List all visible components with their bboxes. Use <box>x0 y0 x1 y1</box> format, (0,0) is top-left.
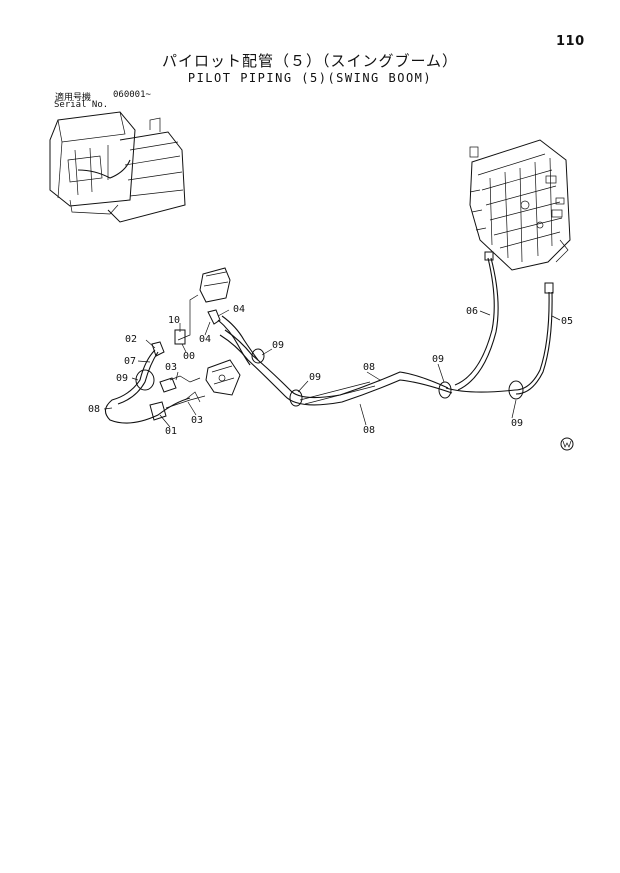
callout-08-upper: 08 <box>363 362 375 373</box>
callout-00: 00 <box>183 351 195 362</box>
serial-label-japanese: 適用号機 <box>55 93 92 103</box>
callout-02: 02 <box>125 334 137 345</box>
callout-01: 01 <box>165 426 177 437</box>
callout-08-left: 08 <box>88 404 100 415</box>
callout-03-lower: 03 <box>191 415 203 426</box>
callout-10: 10 <box>168 315 180 326</box>
maker-logo-icon <box>560 437 574 451</box>
callout-04-lower: 04 <box>199 334 211 345</box>
excavator-thumbnail-icon <box>49 111 186 223</box>
callout-06: 06 <box>466 306 478 317</box>
clamp-09-d <box>251 348 265 364</box>
callout-09-far-right: 09 <box>511 418 523 429</box>
callout-09-left: 09 <box>116 373 128 384</box>
title-english: PILOT PIPING (5)(SWING BOOM) <box>187 71 433 85</box>
callout-05: 05 <box>561 316 573 327</box>
callout-04-upper: 04 <box>233 304 245 315</box>
leader-lines <box>103 309 561 428</box>
callout-09-center: 09 <box>309 372 321 383</box>
hose-fitting-06 <box>484 251 494 261</box>
serial-code: 060001~ <box>113 90 151 100</box>
callout-08-lower: 08 <box>363 425 375 436</box>
callout-07: 07 <box>124 356 136 367</box>
page-number: 110 <box>556 34 585 49</box>
clamp-09-c <box>289 389 303 407</box>
callout-03-upper: 03 <box>165 362 177 373</box>
clamp-09-e <box>135 369 155 391</box>
callout-09-mid: 09 <box>272 340 284 351</box>
serial-label-english: Serial No. <box>54 100 109 110</box>
pedal-valve-icon <box>174 267 259 396</box>
title-japanese: パイロット配管（５）（スイングブーム） <box>161 52 459 70</box>
clamp-09-a <box>438 381 452 399</box>
hose-fitting-05 <box>544 282 554 294</box>
callout-09-right: 09 <box>432 354 444 365</box>
control-valve-icon <box>469 139 571 271</box>
clamp-09-b <box>508 380 524 400</box>
